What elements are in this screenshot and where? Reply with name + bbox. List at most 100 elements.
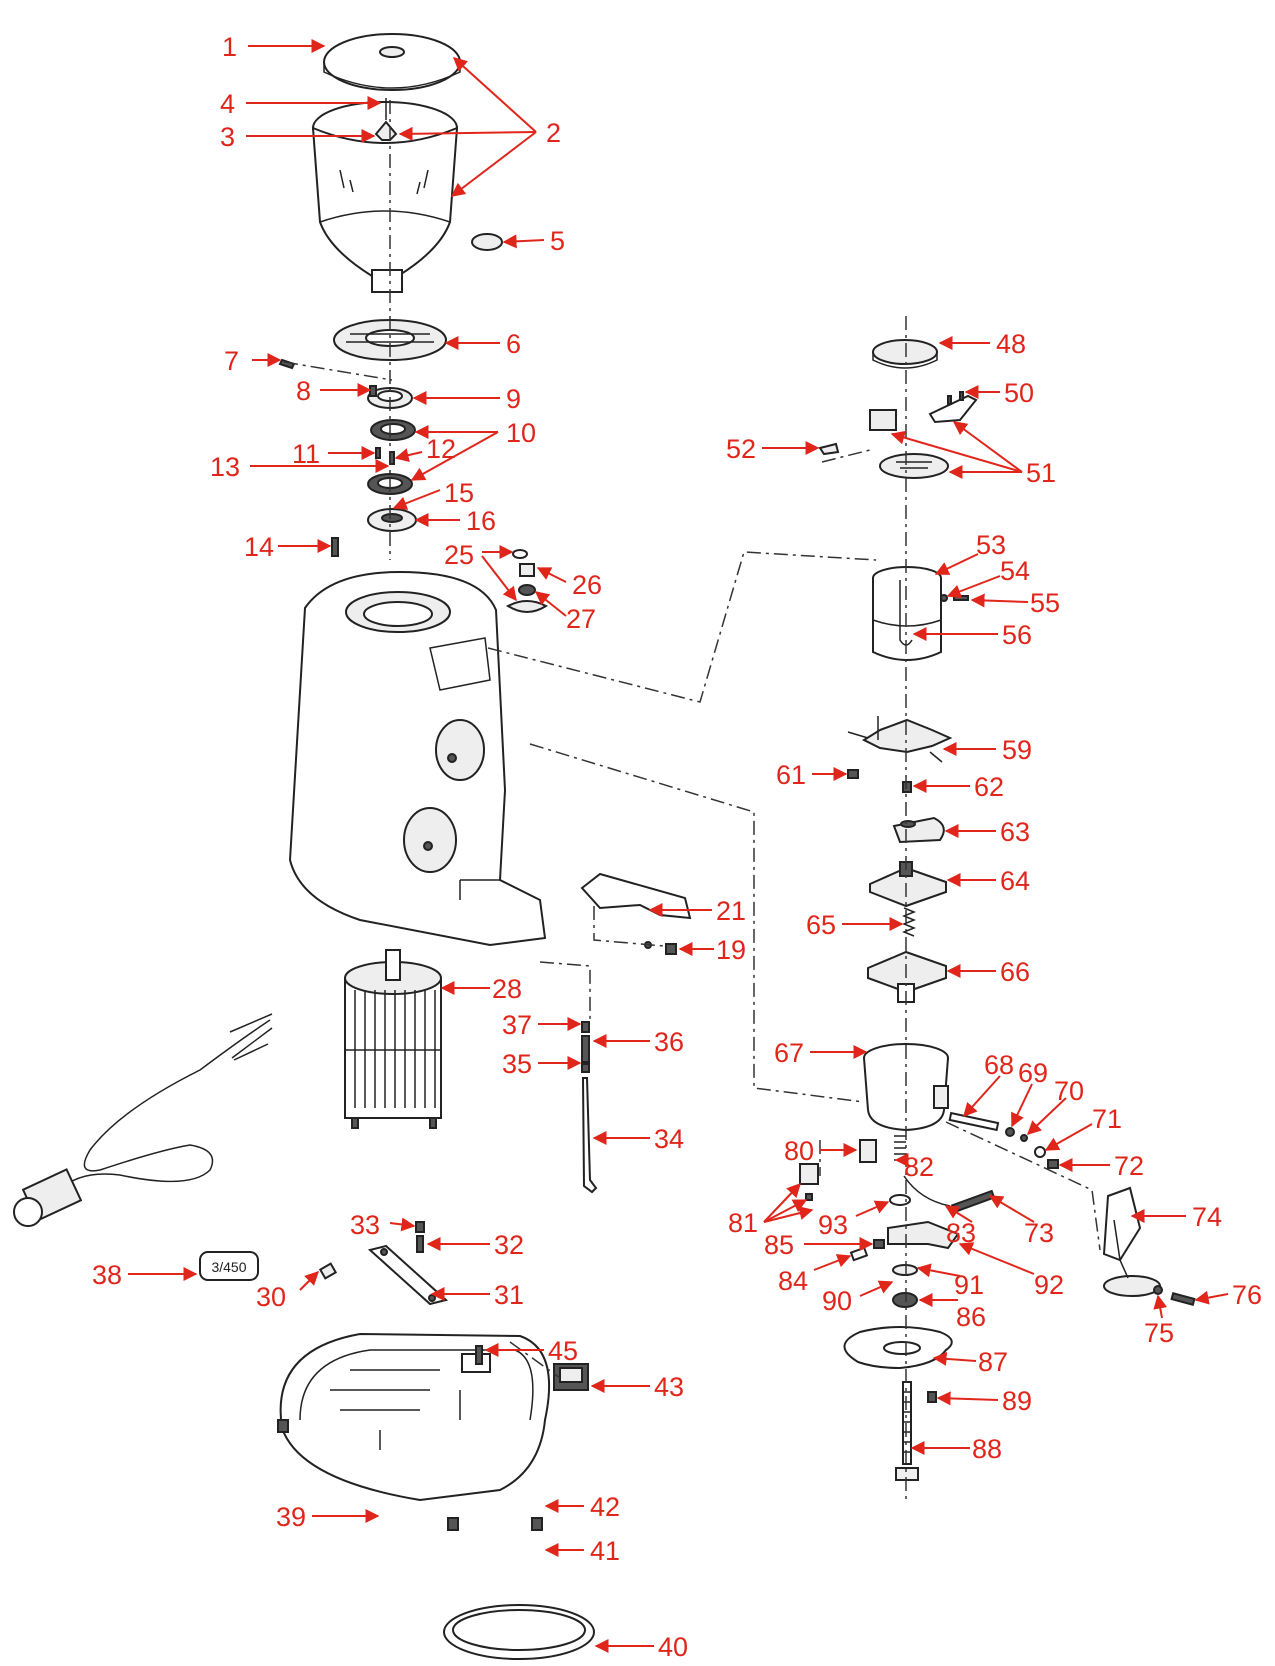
label-37: 37 [502,1010,532,1040]
lever-spring-assembly [859,1135,996,1214]
hopper-lid [323,33,461,91]
label-2: 2 [546,118,561,148]
support-bar [367,1244,449,1306]
base-tray [277,1332,551,1531]
label-52: 52 [726,434,756,464]
label-31: 31 [494,1280,524,1310]
screw-62 [902,781,912,793]
label-45: 45 [548,1336,578,1366]
label-54: 54 [1000,556,1030,586]
grinding-rod [581,1021,598,1194]
portafilter-fork [580,872,692,920]
label-13: 13 [210,452,240,482]
label-4: 4 [220,89,235,119]
knob-assembly-25 [506,549,548,613]
label-81: 81 [728,1208,758,1238]
grinder-body [288,570,547,947]
doser-top-parts [818,391,978,479]
label-41: 41 [590,1536,620,1566]
label-69: 69 [1018,1058,1048,1088]
label-53: 53 [976,530,1006,560]
hopper [311,101,459,293]
label-28: 28 [492,974,522,1004]
star-wheel-lower [867,950,947,1003]
label-73: 73 [1024,1218,1054,1248]
label-15: 15 [444,478,474,508]
plate-87 [843,1326,953,1370]
small-pins [375,447,395,465]
label-21: 21 [716,896,746,926]
label-85: 85 [764,1230,794,1260]
label-71: 71 [1092,1104,1122,1134]
label-38: 38 [92,1260,122,1290]
label-76: 76 [1232,1280,1262,1310]
label-62: 62 [974,772,1004,802]
power-cord [13,1013,273,1227]
doser-star [847,716,953,763]
screw-89 [927,1391,937,1403]
label-59: 59 [1002,735,1032,765]
label-93: 93 [818,1210,848,1240]
motor [344,949,442,1129]
label-32: 32 [494,1230,524,1260]
label-66: 66 [1000,957,1030,987]
label-9: 9 [506,384,521,414]
label-1: 1 [222,32,237,62]
doser-lid [872,339,938,369]
label-56: 56 [1002,620,1032,650]
label-64: 64 [1000,866,1030,896]
capacitor: 3/450 [199,1251,259,1281]
label-89: 89 [1002,1386,1032,1416]
nuts-90-91-86 [892,1264,918,1308]
hopper-slide [471,233,503,251]
label-16: 16 [466,506,496,536]
label-25: 25 [444,540,474,570]
label-55: 55 [1030,588,1060,618]
screw-32-33 [415,1221,425,1253]
label-48: 48 [996,329,1026,359]
threaded-rod-88 [895,1381,919,1481]
label-88: 88 [972,1434,1002,1464]
label-34: 34 [654,1124,684,1154]
label-80: 80 [784,1136,814,1166]
label-75: 75 [1144,1318,1174,1348]
label-36: 36 [654,1027,684,1057]
capacitor-marking: 3/450 [211,1259,246,1275]
label-39: 39 [276,1502,306,1532]
label-84: 84 [778,1266,808,1296]
label-7: 7 [224,346,239,376]
pins-68-72 [948,1111,1059,1169]
screw-61 [847,769,859,779]
lower-burr [367,508,417,532]
label-72: 72 [1114,1151,1144,1181]
label-35: 35 [502,1049,532,1079]
bearing-upper [370,419,416,441]
label-12: 12 [426,434,456,464]
label-86: 86 [956,1302,986,1332]
base-ring [443,1604,595,1660]
label-40: 40 [658,1632,688,1662]
label-43: 43 [654,1372,684,1402]
label-70: 70 [1054,1076,1084,1106]
label-90: 90 [822,1286,852,1316]
label-33: 33 [350,1210,380,1240]
label-6: 6 [506,329,521,359]
label-67: 67 [774,1038,804,1068]
spacer-30 [318,1262,338,1280]
label-14: 14 [244,532,274,562]
label-82: 82 [904,1152,934,1182]
label-50: 50 [1004,378,1034,408]
cam-63 [892,816,945,844]
label-8: 8 [296,376,311,406]
label-87: 87 [978,1347,1008,1377]
label-68: 68 [984,1050,1014,1080]
label-26: 26 [572,570,602,600]
label-91: 91 [954,1270,984,1300]
callouts: 1 2 3 4 5 6 7 8 9 10 11 12 13 14 15 [92,32,1262,1662]
label-3: 3 [220,122,235,152]
doser-chamber [872,566,969,661]
screw-45 [475,1345,483,1365]
label-42: 42 [590,1492,620,1522]
